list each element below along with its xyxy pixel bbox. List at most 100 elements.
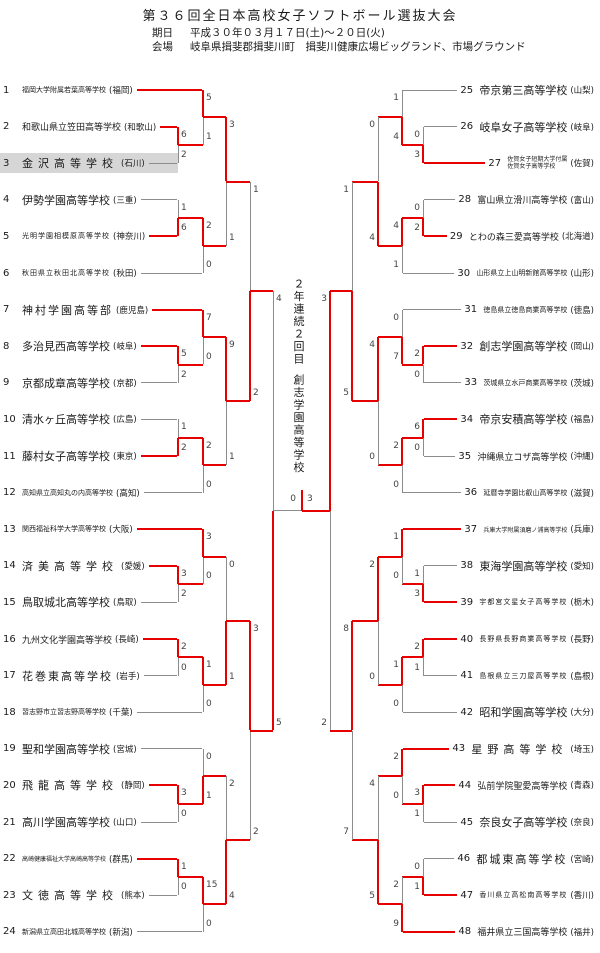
event-meta: 期日平成３０年０３月１７日(土)～２０日(火) 会場岐阜県揖斐郡揖斐川町 揖斐川… <box>152 27 526 54</box>
bracket-line <box>422 785 424 804</box>
team-name: 宇都宮文星女子高等学校 <box>479 598 568 607</box>
bracket-line <box>377 181 379 246</box>
bracket-line <box>249 181 251 292</box>
team-line <box>136 711 202 713</box>
team-prefecture: (愛媛) <box>121 561 145 572</box>
score-label: 2 <box>369 559 375 570</box>
team-line <box>424 382 462 384</box>
score-label: 1 <box>229 232 235 243</box>
bracket-line <box>202 529 204 557</box>
team-name: 福井県立三国高等学校 <box>477 928 568 939</box>
bracket-line <box>377 840 379 905</box>
score-label: 1 <box>414 662 420 673</box>
team-prefecture: (群馬) <box>109 854 133 865</box>
bracket-line <box>378 775 402 778</box>
team-number: 35 <box>458 450 472 462</box>
bracket-line <box>203 775 226 778</box>
score-label: 4 <box>369 779 375 790</box>
bracket-line <box>178 217 203 220</box>
date-label: 期日 <box>152 27 173 39</box>
score-label: 2 <box>206 440 212 451</box>
bracket-line <box>329 510 331 731</box>
team-line <box>403 711 458 713</box>
score-label: 0 <box>393 312 399 323</box>
score-label: 7 <box>206 312 212 323</box>
bracket-line <box>203 555 226 558</box>
team-line <box>140 418 177 420</box>
bracket-line <box>402 583 423 586</box>
bracket-line <box>351 620 353 731</box>
bracket-line <box>378 555 402 558</box>
team-number: 11 <box>3 450 16 462</box>
team-line <box>148 564 177 567</box>
team-name: 帝京安積高等学校 <box>479 413 568 427</box>
team-name: 福岡大学附属若葉高等学校 <box>22 86 106 94</box>
team-line <box>140 601 177 603</box>
bracket-line <box>422 437 424 456</box>
team-line <box>148 784 177 787</box>
bracket-line <box>225 840 227 905</box>
bracket-line <box>422 803 424 822</box>
team-number: 18 <box>3 706 16 718</box>
bracket-line <box>178 656 203 659</box>
team-name: 都城東高等学校 <box>476 852 568 866</box>
score-label: 4 <box>276 294 282 305</box>
score-label: 0 <box>393 571 399 582</box>
bracket-line <box>422 419 424 438</box>
score-label: 0 <box>206 479 212 490</box>
bracket-line <box>401 657 403 685</box>
team-prefecture: (大阪) <box>109 525 133 536</box>
team-number: 1 <box>3 84 10 96</box>
bracket-line <box>203 903 226 906</box>
team-number: 8 <box>3 340 10 352</box>
bracket-line <box>202 245 204 273</box>
bracket-line <box>177 565 179 585</box>
bracket-line <box>178 363 203 366</box>
team-number: 46 <box>457 853 471 865</box>
score-label: 1 <box>206 131 212 142</box>
score-label: 3 <box>206 532 212 543</box>
bracket-line <box>177 144 179 164</box>
score-label: 0 <box>229 559 235 570</box>
team-line <box>136 931 202 933</box>
bracket-line <box>401 245 403 273</box>
team-number: 47 <box>460 889 474 901</box>
team-line <box>403 747 450 750</box>
team-number: 21 <box>3 816 16 828</box>
team-prefecture: (千葉) <box>109 708 133 719</box>
team-name: 高知県立高知丸の内高等学校 <box>22 488 113 497</box>
team-number: 34 <box>460 413 474 425</box>
score-label: 2 <box>393 751 399 762</box>
bracket-line <box>272 510 274 731</box>
team-prefecture: (島根) <box>570 671 594 682</box>
team-number: 32 <box>460 340 474 352</box>
bracket-line <box>202 776 204 804</box>
team-name: 光明学園相模原高等学校 <box>22 232 110 241</box>
score-label: 3 <box>414 150 420 161</box>
bracket-line <box>329 291 331 511</box>
team-line <box>403 309 462 311</box>
score-label: 1 <box>414 882 420 893</box>
bracket-line <box>225 337 227 402</box>
team-number: 40 <box>460 633 474 645</box>
score-label: 9 <box>393 918 399 929</box>
team-name: 弘前学院聖愛高等学校 <box>477 781 568 792</box>
event-date-row: 期日平成３０年０３月１７日(土)～２０日(火) <box>152 27 526 41</box>
team-number: 30 <box>457 267 471 279</box>
bracket-line <box>202 556 204 585</box>
score-label: 1 <box>414 568 420 579</box>
team-number: 22 <box>3 853 16 865</box>
score-label: 1 <box>393 532 399 543</box>
bracket-line <box>351 730 353 841</box>
